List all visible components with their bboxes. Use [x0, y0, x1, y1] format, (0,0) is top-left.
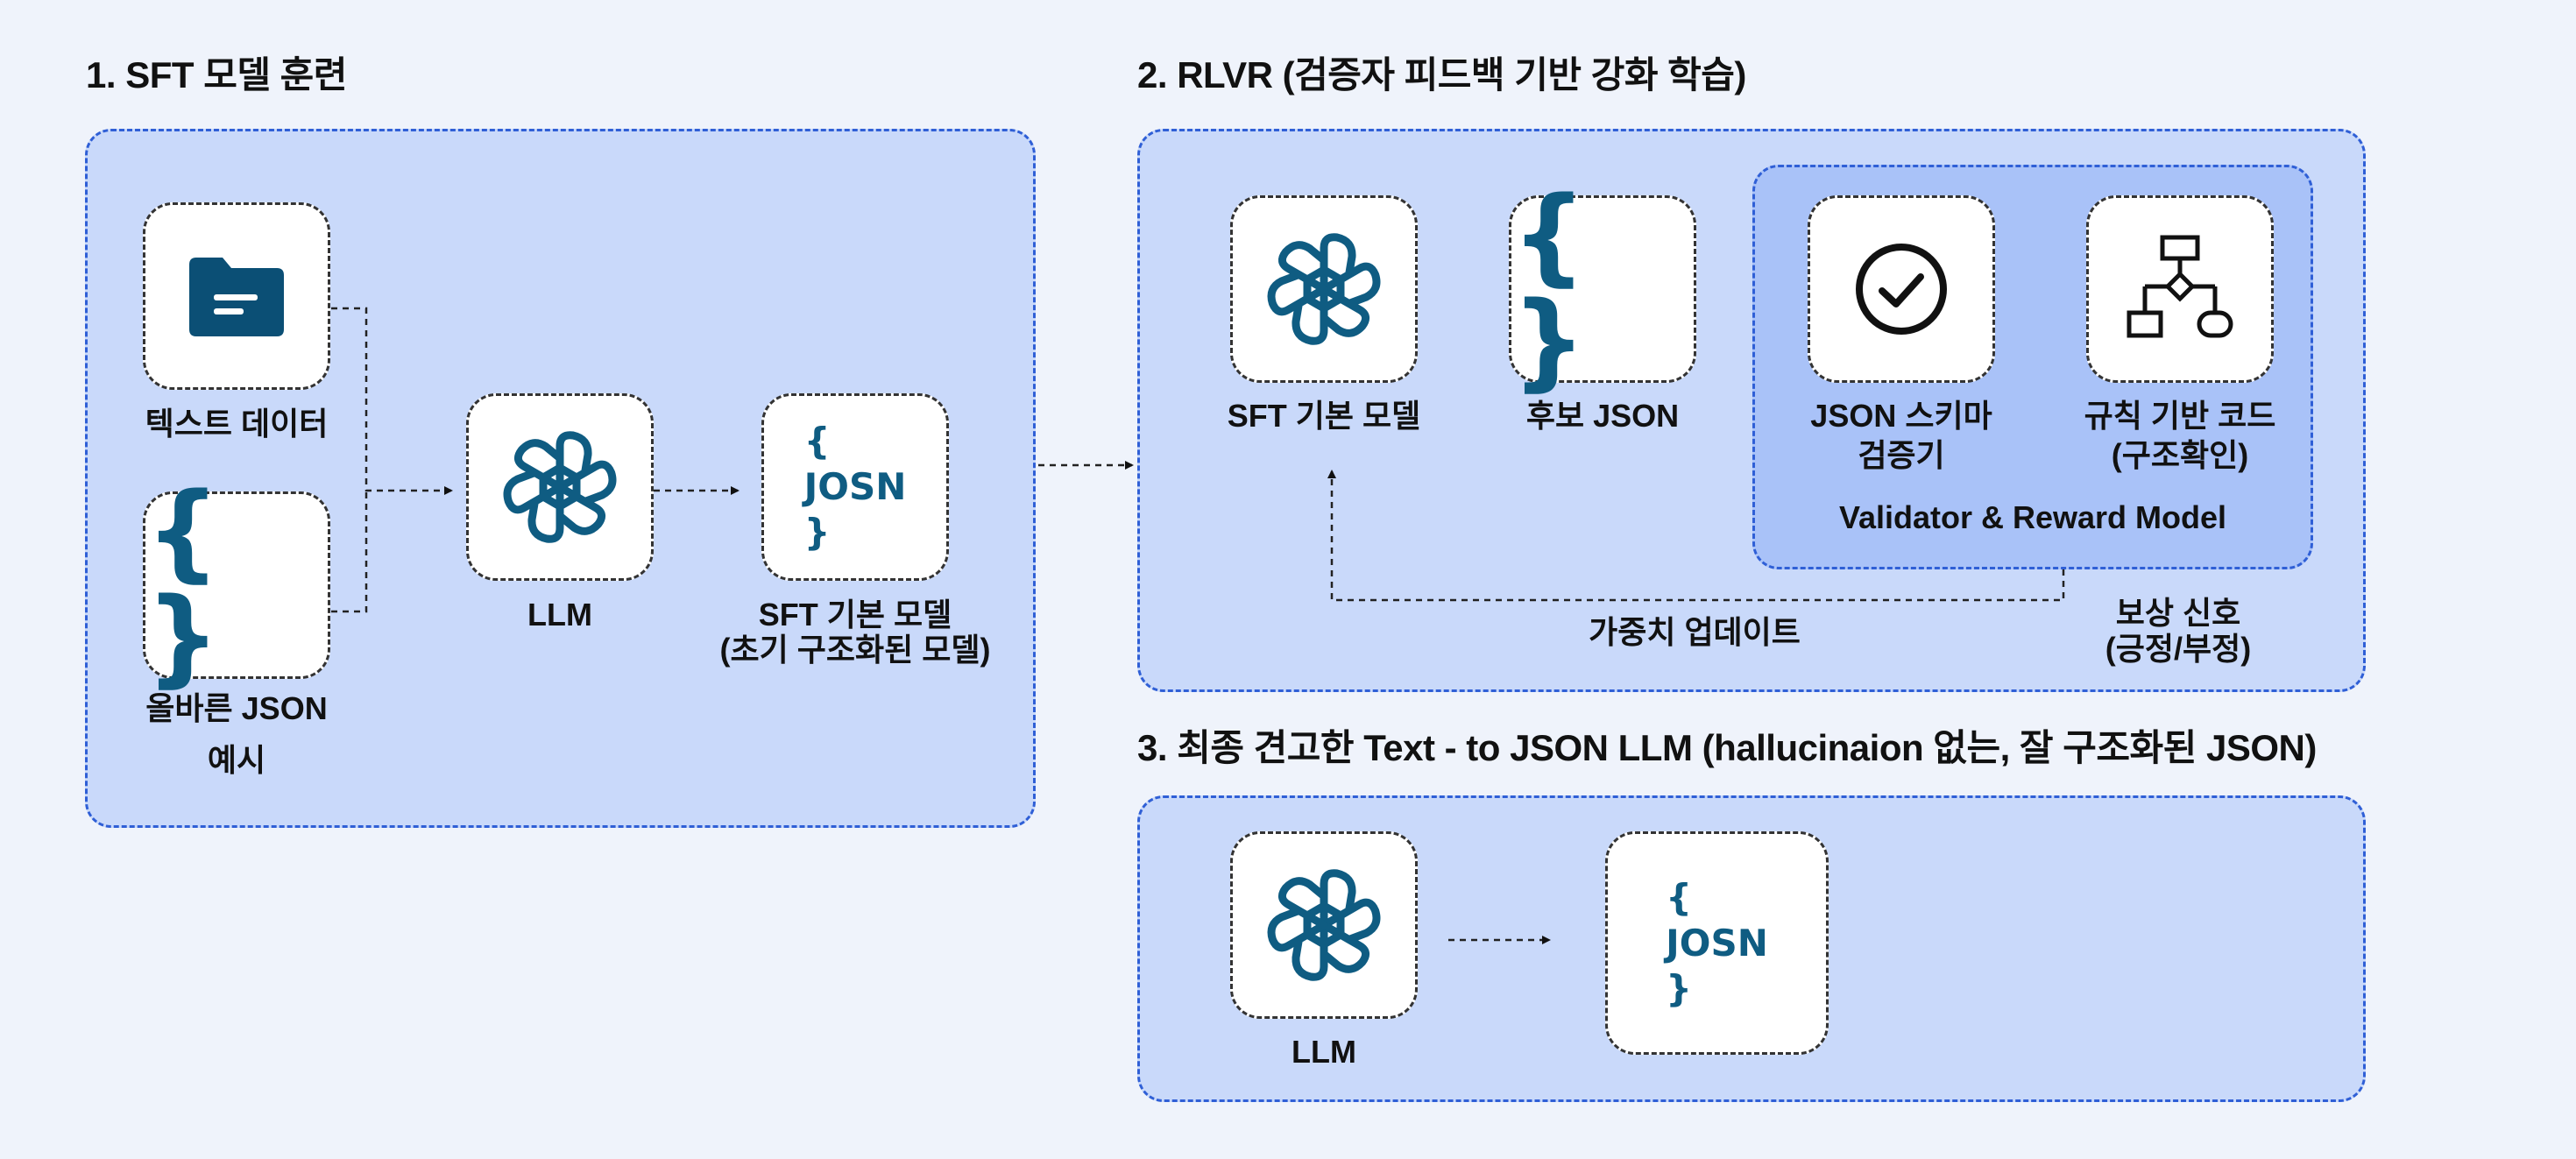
- json-example-label-line1: 올바른 JSON: [145, 690, 328, 726]
- openai-logo-icon: [503, 431, 617, 543]
- text-data-label: 텍스트 데이터: [145, 406, 329, 442]
- openai-logo-icon: [1267, 869, 1381, 981]
- text-data-card: [143, 202, 330, 390]
- json-output-text: { JOSN }: [804, 419, 907, 555]
- json-line-open: {: [803, 420, 831, 463]
- schema-validator-label-line1: JSON 스키마: [1810, 398, 1992, 434]
- json-output-text: { JOSN }: [1666, 875, 1768, 1012]
- weight-update-arrow: [1327, 470, 2065, 602]
- section-3-title: 3. 최종 견고한 Text - to JSON LLM (hallucinai…: [1137, 727, 2317, 768]
- candidate-json-label: 후보 JSON: [1525, 398, 1680, 434]
- candidate-json-card: { }: [1509, 184, 1696, 394]
- text-data-connector: [331, 307, 453, 495]
- final-llm-label: LLM: [1292, 1034, 1356, 1070]
- json-line-close: }: [1666, 966, 1693, 1010]
- openai-logo-icon: [1267, 233, 1381, 345]
- validator-title: Validator & Reward Model: [1838, 499, 2227, 535]
- llm-card: [466, 393, 654, 581]
- sft-output-label-line1: SFT 기본 모델: [758, 597, 952, 633]
- final-llm-card: [1230, 831, 1418, 1019]
- check-circle-icon: [1856, 244, 1947, 335]
- sft-output-label-line2: (초기 구조화된 모델): [719, 632, 991, 668]
- final-output-card: { JOSN }: [1605, 831, 1829, 1055]
- sft-model-label: SFT 기본 모델: [1227, 398, 1421, 434]
- json-line-word: JOSN: [803, 465, 907, 508]
- rule-code-card: [2086, 195, 2274, 383]
- rule-code-label-line2: (구조확인): [2111, 437, 2249, 473]
- schema-validator-label-line2: 검증기: [1858, 437, 1945, 473]
- json-example-label-line2: 예시: [207, 742, 266, 778]
- braces-icon: { }: [145, 471, 230, 698]
- sft-model-card: [1230, 195, 1418, 383]
- reward-signal-label-line1: 보상 신호: [2115, 595, 2241, 631]
- json-line-close: }: [803, 511, 831, 554]
- weight-update-label: 가중치 업데이트: [1589, 614, 1801, 650]
- braces-icon: { }: [1511, 175, 1596, 402]
- sft-output-card: { JOSN }: [761, 393, 949, 581]
- json-example-card: { }: [143, 480, 330, 690]
- llm-label: LLM: [527, 597, 592, 633]
- json-example-connector: [331, 491, 368, 613]
- schema-validator-card: [1808, 195, 1995, 383]
- section-2-title: 2. RLVR (검증자 피드백 기반 강화 학습): [1137, 54, 1746, 95]
- reward-signal-label-line2: (긍정/부정): [2105, 631, 2252, 667]
- rule-code-label-line1: 규칙 기반 코드: [2084, 398, 2276, 434]
- json-line-word: JOSN: [1666, 921, 1768, 965]
- json-line-open: {: [1666, 875, 1693, 919]
- flowchart-icon: [2127, 235, 2233, 338]
- folder-icon: [189, 258, 284, 336]
- section-1-title: 1. SFT 모델 훈련: [86, 54, 347, 95]
